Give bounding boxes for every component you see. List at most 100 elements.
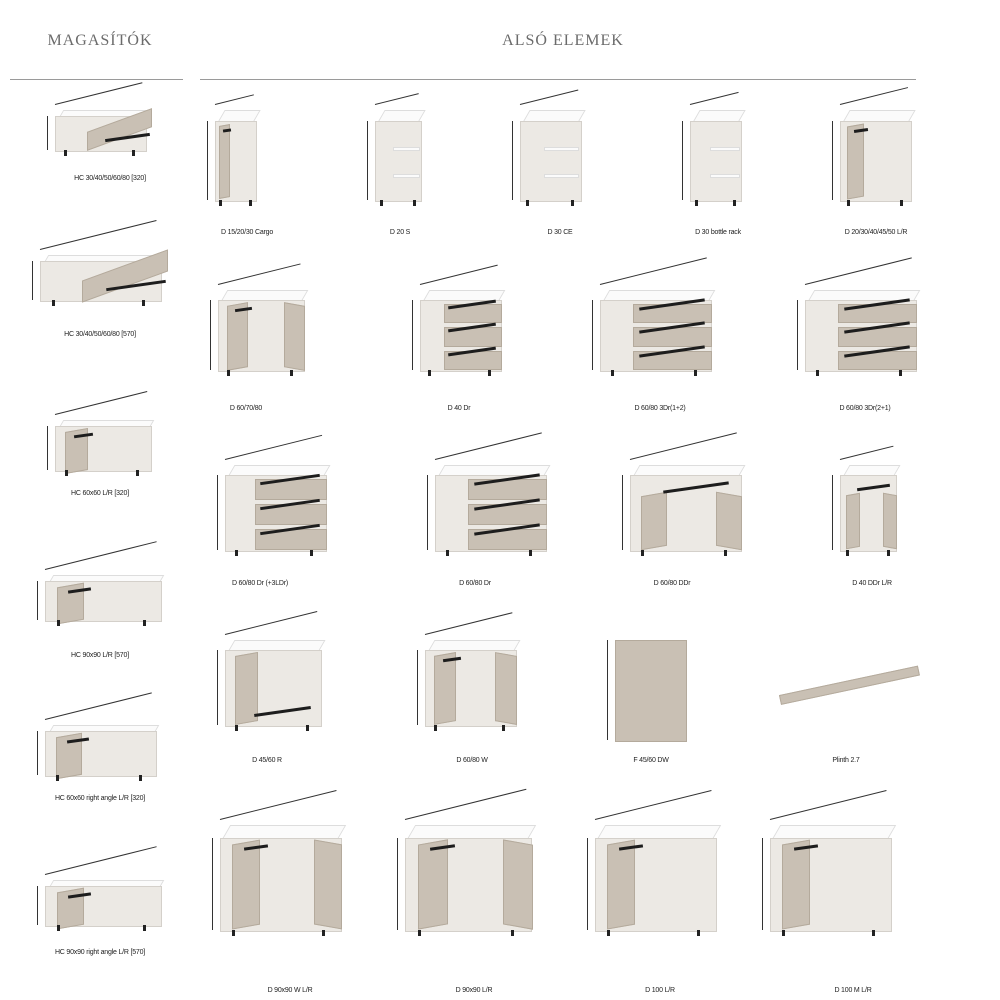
door-panel: [607, 839, 636, 930]
product-label: D 20/30/40/45/50 L/R: [844, 229, 908, 236]
corner-base-cabinet-icon: [212, 789, 347, 936]
cabinet-leg: [641, 550, 644, 556]
dimension-line: [44, 692, 152, 720]
cabinet-leg: [322, 930, 325, 936]
cabinet-leg: [219, 200, 222, 206]
cabinet-leg: [56, 925, 60, 931]
product-label: D 40 Dr: [447, 405, 471, 412]
dimension-line: [54, 82, 143, 105]
product-label: HC 30/40/50/60/80 [570]: [64, 331, 136, 338]
cabinet-leg: [847, 200, 850, 206]
cabinet-body: [375, 120, 422, 202]
cabinet-leg: [723, 550, 727, 556]
cabinet-leg: [379, 200, 383, 206]
product-label: D 30 CE: [547, 229, 573, 236]
drawer-cabinet-icon: [797, 257, 921, 376]
cabinet-leg: [142, 300, 145, 306]
cabinet-leg: [446, 550, 449, 556]
dimension-line: [797, 299, 798, 370]
cabinet-body: [520, 120, 582, 202]
door-panel: [226, 301, 248, 371]
product-label: D 60/80 DDr: [653, 580, 691, 587]
cabinet-leg: [511, 930, 515, 936]
product-label: HC 90x90 right angle L/R [570]: [54, 949, 146, 956]
cabinet-leg: [234, 725, 238, 731]
cabinet-leg: [571, 200, 574, 206]
product-label: D 100 M L/R: [834, 987, 872, 994]
corner-wall-cabinet-icon: [37, 541, 165, 626]
product-label: D 20 S: [389, 229, 411, 236]
dimension-line: [37, 731, 38, 775]
dimension-line: [594, 789, 712, 820]
double-door-cabinet-icon: [210, 263, 309, 376]
cabinet-leg: [52, 300, 55, 306]
cabinet-leg: [135, 470, 139, 476]
product-label: D 90x90 W L/R: [267, 987, 313, 994]
door-panel: [502, 838, 532, 930]
dimension-line: [44, 541, 157, 570]
shelf: [393, 147, 420, 152]
cabinet-leg: [310, 550, 313, 556]
dishwasher-front-icon: [607, 640, 687, 742]
blind-corner-cabinet-icon: [762, 789, 897, 936]
drawer-cabinet-icon: [592, 257, 716, 376]
dimension-line: [434, 432, 542, 460]
cabinet-leg: [305, 725, 309, 731]
product-label: D 60/80 Dr (+3LDr): [231, 580, 289, 587]
door-panel: [845, 492, 860, 550]
cabinet-leg: [232, 930, 235, 936]
blind-corner-cabinet-icon: [587, 789, 722, 936]
dimension-line: [689, 91, 739, 105]
dimension-line: [214, 94, 254, 105]
wall-cabinet-flap-icon: [32, 219, 168, 306]
cabinet-leg: [607, 930, 610, 936]
cabinet-leg: [138, 775, 142, 781]
cabinet-leg: [872, 930, 875, 936]
dimension-line: [417, 650, 418, 725]
dimension-line: [207, 120, 208, 200]
drawer-cabinet-icon: [217, 434, 331, 556]
door-panel: [847, 123, 865, 200]
corner-wall-cabinet-icon: [47, 391, 155, 476]
cabinet-leg: [899, 200, 903, 206]
cabinet-body: [690, 120, 742, 202]
door-panel: [313, 839, 342, 930]
product-label: D 60/80 3Dr(2+1): [839, 405, 891, 412]
dimension-line: [47, 426, 48, 470]
cabinet-leg: [732, 200, 736, 206]
door-panel: [615, 640, 687, 742]
dimension-line: [54, 391, 148, 415]
cabinet-leg: [501, 725, 505, 731]
door-panel: [417, 838, 447, 930]
dimension-line: [224, 611, 318, 635]
dimension-line: [37, 886, 38, 925]
dimension-line: [629, 432, 737, 460]
dimension-line: [224, 434, 323, 460]
dimension-line: [592, 299, 593, 370]
shelf: [393, 173, 420, 178]
dimension-line: [832, 475, 833, 550]
cabinet-leg: [56, 620, 60, 626]
cabinet-leg: [886, 550, 890, 556]
dimension-line: [32, 261, 33, 300]
product-label: D 60/70/80: [229, 405, 263, 412]
cabinet-leg: [845, 550, 849, 556]
dimension-line: [804, 257, 912, 285]
product-label: D 60/80 3Dr(1+2): [634, 405, 686, 412]
drawer-door-cabinet-icon: [832, 445, 901, 556]
cabinet-leg: [142, 925, 146, 931]
door-panel: [232, 839, 261, 930]
cabinet-leg: [290, 370, 294, 376]
dimension-line: [769, 789, 887, 820]
cabinet-leg: [235, 550, 238, 556]
cabinet-leg: [131, 150, 135, 156]
door-panel: [715, 491, 742, 551]
cargo-cabinet-icon: [207, 94, 261, 206]
cabinet-leg: [64, 150, 67, 156]
dimension-line: [217, 263, 301, 285]
shelf: [544, 147, 579, 152]
cabinet-leg: [226, 370, 230, 376]
product-label: HC 60x60 L/R [320]: [71, 490, 129, 497]
bottle-rack-icon: [682, 91, 746, 206]
product-label: HC 60x60 right angle L/R [320]: [54, 795, 146, 802]
